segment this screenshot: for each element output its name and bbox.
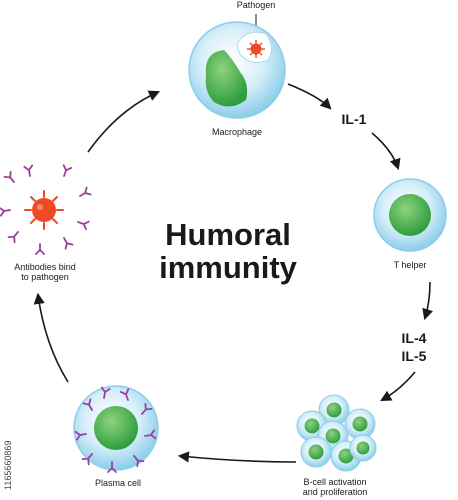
stock-id-watermark: 1165660869 [3,300,13,500]
arrow-plasma-to-antibodies [33,292,69,383]
il5-label: IL-5 [401,348,427,364]
antibodies-label-line-1: Antibodies bind [14,262,76,272]
il4-label: IL-4 [401,330,427,346]
b-cell-cluster [296,394,377,472]
pathogen-label: Pathogen [236,0,276,10]
arrow-bcell-to-plasma [177,451,297,463]
plasma-cell [73,385,159,473]
il1-label: IL-1 [341,111,367,127]
plasma-cell-label: Plasma cell [94,478,141,488]
antibodies-pathogen-group [0,164,92,255]
b-cell-label: B-cell activation and proliferation [282,477,388,498]
arrow-antibodies-to-macrophage [87,90,161,153]
arrow-il5-to-bcell [380,371,416,402]
arrow-macrophage-to-thelper [287,83,332,110]
b-cell-label-line-1: B-cell activation [303,477,367,487]
stock-id-text: 1165660869 [3,440,13,490]
antibodies-label-line-2: to pathogen [21,272,69,283]
macrophage-label: Macrophage [211,127,263,137]
t-helper-cell [373,178,447,252]
macrophage-cell [188,21,286,119]
arrow-il1-to-thelper [371,132,401,171]
diagram-title: Humoral immunity [128,218,328,285]
b-cell-label-line-2: and proliferation [302,487,368,498]
arrow-thelper-to-il4 [422,281,434,321]
title-line-1: Humoral [165,217,291,252]
title-line-2: immunity [159,250,297,286]
t-helper-label: T helper [393,260,427,270]
antibodies-label: Antibodies bind to pathogen [0,262,90,283]
engulfed-pathogen [247,40,265,58]
